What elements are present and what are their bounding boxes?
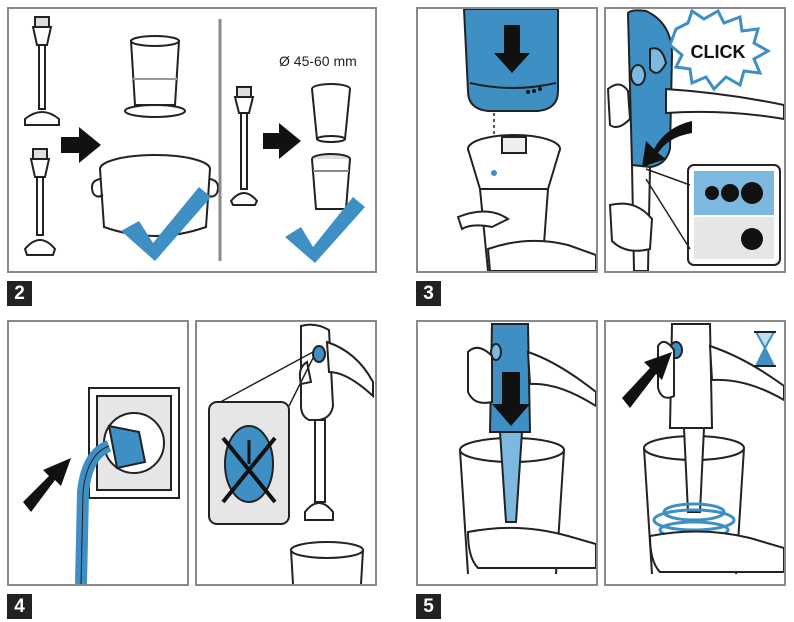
step-3-panel-left	[416, 7, 598, 273]
indicator-detail-box	[687, 164, 781, 266]
step-4-button-illustration	[208, 323, 374, 584]
beaker-icon	[124, 35, 186, 118]
step-4-plug-illustration	[23, 387, 180, 584]
checkmark-icon	[285, 197, 365, 263]
blender-shaft-icon	[24, 16, 60, 126]
step-3-click-illustration: CLICK	[606, 9, 784, 271]
arrow-right-icon	[263, 123, 301, 159]
arrow-right-icon	[622, 352, 672, 408]
arrow-down-icon	[494, 25, 530, 73]
step-3-panel-right: CLICK	[604, 7, 786, 273]
arrow-right-icon	[23, 458, 71, 512]
arrow-down-icon	[492, 372, 530, 426]
arrow-right-icon	[61, 127, 101, 163]
hand-outline	[665, 87, 784, 121]
hand-outline	[456, 210, 510, 231]
checkmark-icon	[121, 187, 211, 261]
step-5-blend-illustration	[622, 323, 784, 575]
click-text: CLICK	[691, 42, 746, 62]
step-5-panel-left	[416, 320, 598, 586]
step-5-panel-right	[604, 320, 786, 586]
step-5-insert-illustration	[459, 323, 596, 575]
step-number-4: 4	[7, 594, 32, 619]
step-3-attach-illustration	[456, 9, 596, 271]
step-4-panel-right	[195, 320, 377, 586]
step-2-panel: Ø 45-60 mm	[7, 7, 377, 273]
step-number-2: 2	[7, 281, 32, 306]
motor-unit	[300, 323, 335, 421]
cup-icon	[311, 83, 351, 143]
diameter-label: Ø 45-60 mm	[279, 53, 357, 69]
hand-outline	[467, 346, 493, 404]
shaft-top	[467, 134, 561, 271]
hand-outline	[526, 350, 596, 408]
arrow-curved-icon	[642, 121, 692, 167]
cross-icon	[221, 436, 277, 504]
step-number-3: 3	[416, 281, 441, 306]
blender-shaft-icon	[229, 86, 259, 206]
hourglass-icon	[754, 331, 776, 367]
cup-icon	[311, 153, 351, 210]
hand-outline	[486, 239, 596, 271]
click-burst-icon	[668, 9, 772, 92]
beaker-icon	[290, 541, 364, 584]
hand-outline	[466, 526, 596, 569]
step-number-5: 5	[416, 594, 441, 619]
plug-icon	[107, 424, 147, 470]
swirl-icon	[652, 502, 736, 540]
hand-outline	[608, 202, 654, 252]
motor-unit	[668, 323, 714, 429]
blender-shaft-icon	[23, 148, 57, 256]
hand-outline	[325, 340, 374, 399]
hand-outline	[648, 530, 784, 573]
motor-unit	[626, 9, 674, 169]
step-4-panel-left	[7, 320, 189, 586]
hand-outline	[606, 83, 632, 128]
button-detail-box	[208, 401, 290, 525]
step-2-illustration	[23, 16, 365, 263]
hand-outline	[708, 344, 784, 402]
